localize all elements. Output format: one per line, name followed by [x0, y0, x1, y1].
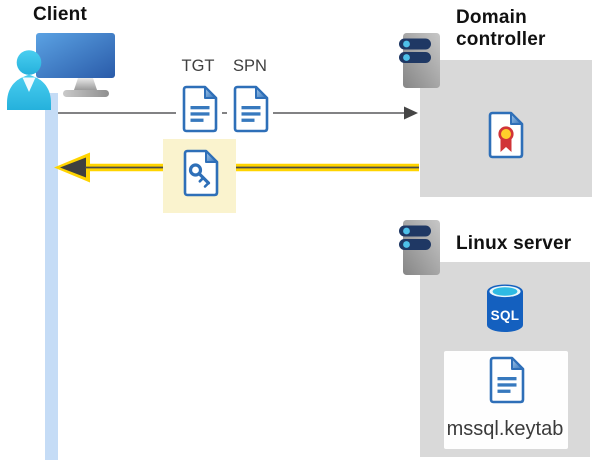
- spn-document-icon: [235, 87, 267, 131]
- keytab-document-icon: [491, 358, 523, 402]
- client-lifeline: [45, 93, 58, 460]
- sql-icon-label: SQL: [491, 308, 520, 323]
- linux-server-icon: [399, 220, 440, 275]
- spn-label: SPN: [233, 57, 267, 75]
- client-user-monitor-icon: [7, 33, 115, 110]
- tgt-document-icon: [184, 87, 216, 131]
- keytab-file-label: mssql.keytab: [446, 418, 564, 440]
- key-document-icon: [183, 149, 219, 197]
- client-label: Client: [33, 4, 87, 25]
- response-arrow: [54, 152, 419, 183]
- sql-database-icon: SQL: [487, 284, 523, 332]
- domain-controller-server-icon: [399, 33, 440, 88]
- tgt-label: TGT: [181, 57, 215, 75]
- domain-controller-label: Domain controller: [456, 7, 546, 50]
- certificate-icon: [488, 111, 524, 159]
- linux-server-label: Linux server: [456, 233, 572, 254]
